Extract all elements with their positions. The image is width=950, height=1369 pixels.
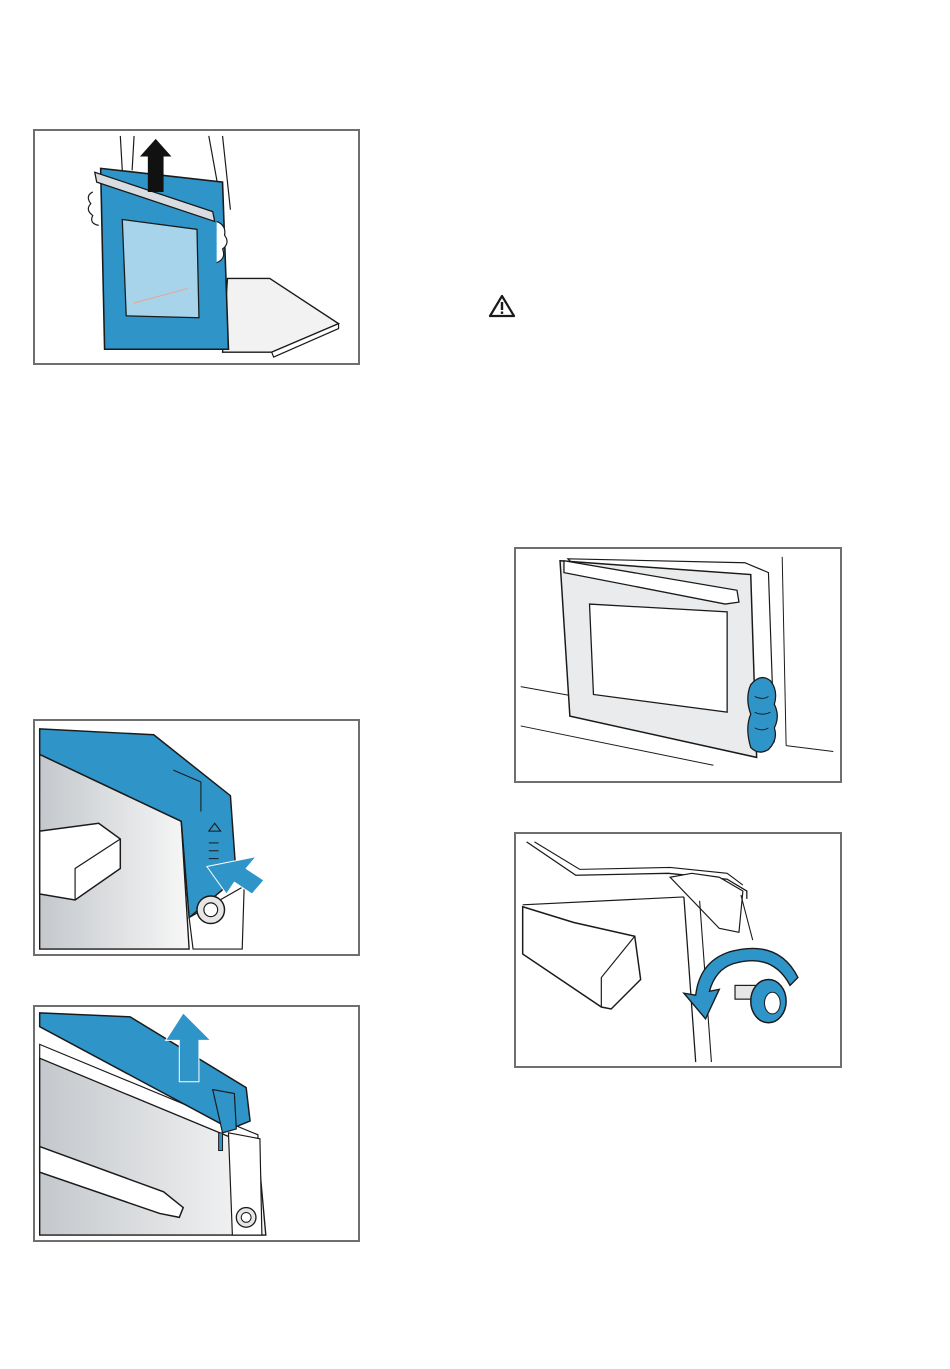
door-window [122,219,199,317]
remove-door-cover-illustration [33,1005,360,1242]
warning-triangle-icon [488,294,516,318]
folded-cloth [748,678,777,752]
lift-door-panel-illustration [33,129,360,365]
door-with-cloth-illustration [514,547,842,783]
unscrew-knob-illustration [514,832,842,1068]
door-window [590,604,728,712]
press-cover-clip-illustration [33,719,360,956]
